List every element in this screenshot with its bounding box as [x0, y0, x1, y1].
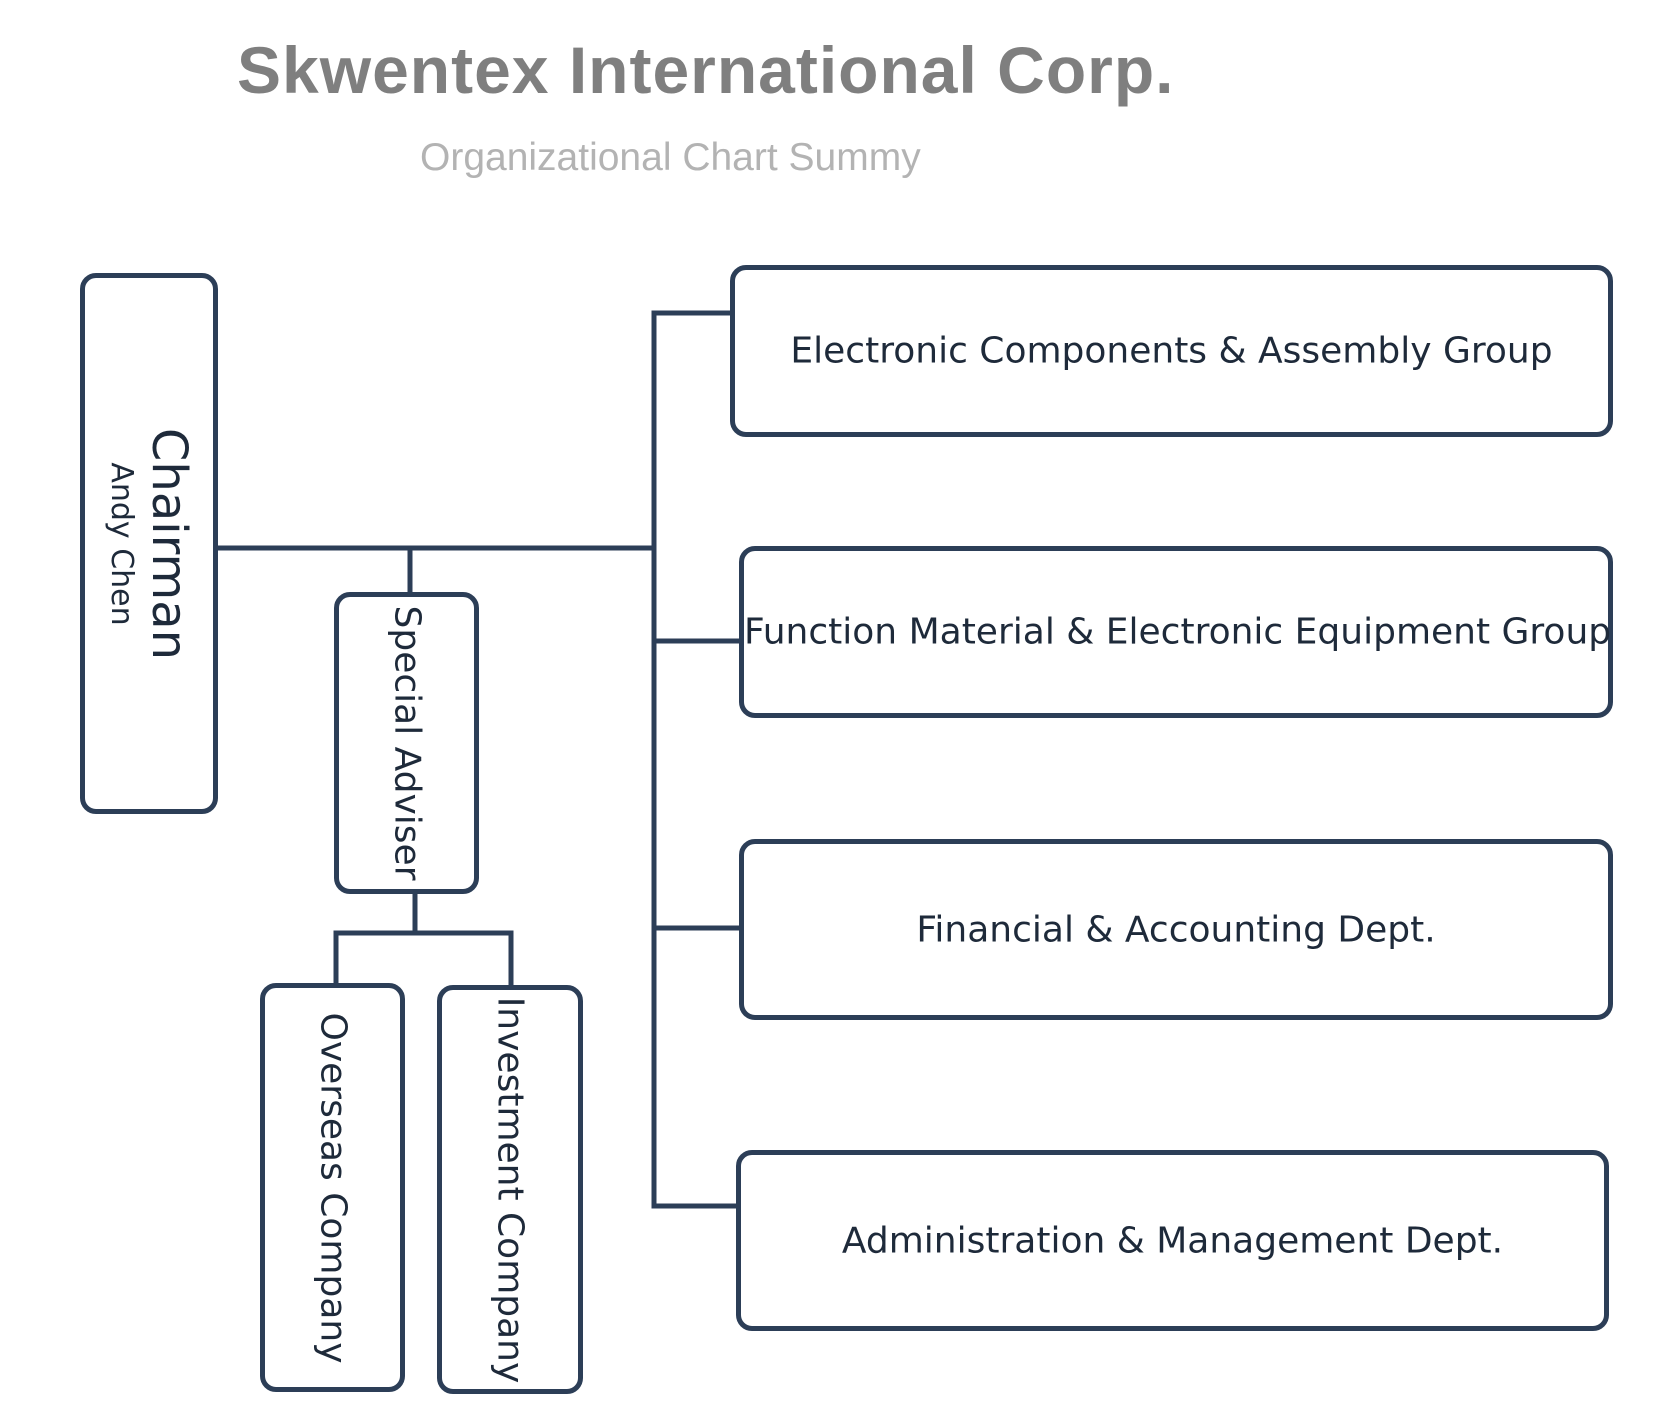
electronic-components-box: Electronic Components & Assembly Group	[730, 265, 1613, 437]
financial-accounting-box: Financial & Accounting Dept.	[739, 839, 1613, 1020]
special-adviser-box: Special Adviser	[334, 592, 479, 894]
administration-management-label: Administration & Management Dept.	[841, 1220, 1504, 1261]
company-title: Skwentex International Corp.	[237, 33, 1175, 107]
overseas-company-box: Overseas Company	[260, 983, 405, 1392]
financial-accounting-label: Financial & Accounting Dept.	[916, 909, 1436, 950]
overseas-company-label: Overseas Company	[312, 1011, 353, 1364]
administration-management-box: Administration & Management Dept.	[736, 1150, 1609, 1331]
function-material-label: Function Material & Electronic Equipment…	[744, 611, 1612, 653]
investment-company-label: Investment Company	[489, 996, 531, 1383]
chairman-box: Chairman Andy Chen	[80, 273, 218, 814]
special-adviser-label: Special Adviser	[386, 605, 427, 881]
electronic-components-label: Electronic Components & Assembly Group	[790, 330, 1553, 372]
function-material-box: Function Material & Electronic Equipment…	[739, 546, 1613, 718]
chart-subtitle: Organizational Chart Summy	[420, 136, 921, 179]
chairman-title: Chairman	[141, 427, 197, 660]
chairman-name: Andy Chen	[104, 461, 139, 626]
investment-company-box: Investment Company	[437, 985, 583, 1394]
